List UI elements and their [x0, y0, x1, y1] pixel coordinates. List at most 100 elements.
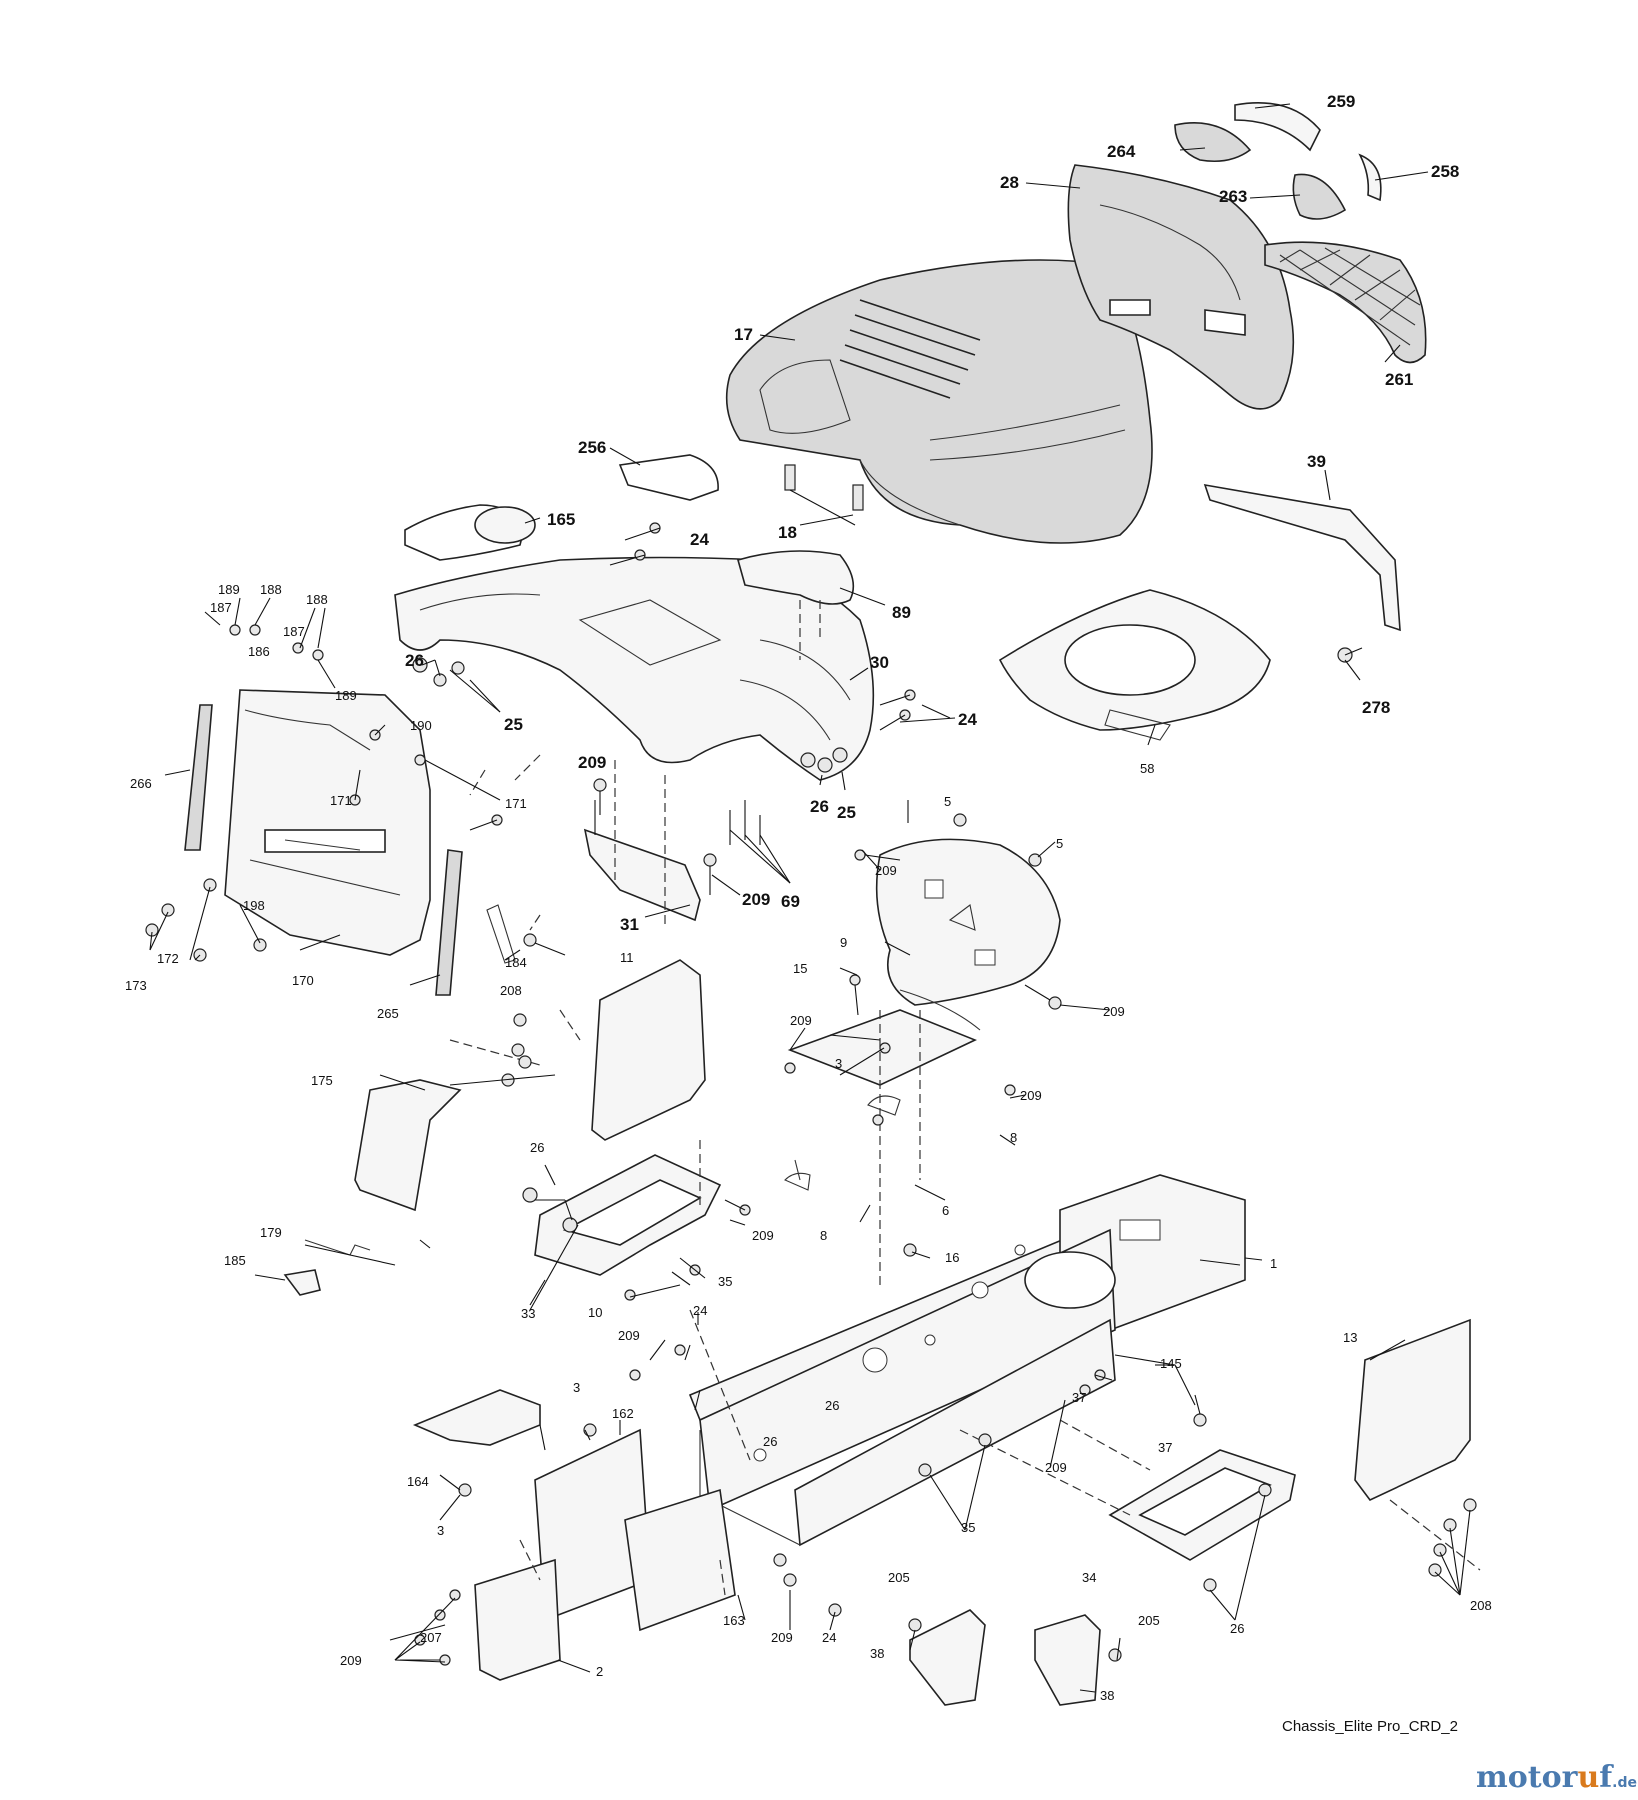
label-part-163: 163 [723, 1613, 745, 1628]
brand-name-accent: u [1577, 1760, 1600, 1795]
bracket-11 [591, 959, 706, 1141]
label-part-190: 190 [410, 718, 432, 733]
label-part-172: 172 [157, 951, 179, 966]
label-part-89: 89 [892, 603, 911, 622]
brand-tld: .de [1612, 1775, 1637, 1791]
hardware [145, 522, 1477, 1666]
rod-184 [486, 904, 516, 964]
label-part-18: 18 [778, 523, 797, 542]
mesh-grille-part [1264, 241, 1427, 364]
headlight-263 [1292, 173, 1347, 220]
trim-266 [184, 704, 213, 851]
headlight-264 [1174, 122, 1252, 163]
label-part-162: 162 [612, 1406, 634, 1421]
label-part-16: 16 [945, 1250, 959, 1265]
panel-170 [224, 689, 431, 956]
label-part-164: 164 [407, 1474, 429, 1489]
label-part-3b: 3 [573, 1380, 580, 1395]
plate-13 [1354, 1318, 1471, 1502]
label-part-38a: 38 [870, 1646, 884, 1661]
label-part-171b: 171 [505, 796, 527, 811]
label-part-11: 11 [620, 950, 634, 965]
label-part-39: 39 [1307, 452, 1326, 471]
label-part-170: 170 [292, 973, 314, 988]
label-part-265: 265 [377, 1006, 399, 1021]
plate-175 [354, 1079, 462, 1212]
label-part-173: 173 [125, 978, 147, 993]
brand-name-start: motor [1476, 1760, 1578, 1795]
bracket-164 [412, 1389, 541, 1446]
label-part-266: 266 [130, 776, 152, 791]
label-part-28: 28 [1000, 173, 1019, 192]
label-part-187b: 187 [283, 624, 305, 639]
brand-logo[interactable]: motoruf.de [1476, 1760, 1637, 1795]
label-part-26f: 26 [1230, 1621, 1244, 1636]
label-part-209j: 209 [771, 1630, 793, 1645]
label-part-171a: 171 [330, 793, 352, 808]
label-part-5b: 5 [1056, 836, 1063, 851]
label-part-5a: 5 [944, 794, 951, 809]
label-part-13: 13 [1343, 1330, 1357, 1345]
label-part-187a: 187 [210, 600, 232, 615]
label-part-6: 6 [942, 1203, 949, 1218]
label-part-69: 69 [781, 892, 800, 911]
label-part-26a: 26 [810, 797, 829, 816]
bracket-38b [1034, 1614, 1101, 1706]
label-part-209i: 209 [1045, 1460, 1067, 1475]
label-part-205a: 205 [888, 1570, 910, 1585]
label-part-8b: 8 [820, 1228, 827, 1243]
label-part-24b: 24 [958, 710, 977, 729]
label-part-209a: 209 [578, 753, 606, 772]
pin-18a [784, 464, 796, 491]
label-part-31: 31 [620, 915, 639, 934]
bracket-38a [909, 1609, 986, 1706]
label-part-186: 186 [248, 644, 270, 659]
label-part-179: 179 [260, 1225, 282, 1240]
label-part-189b: 189 [335, 688, 357, 703]
label-part-209k: 209 [340, 1653, 362, 1668]
label-part-184: 184 [505, 955, 527, 970]
label-part-259: 259 [1327, 92, 1355, 111]
label-part-24a: 24 [690, 530, 709, 549]
plate-163 [624, 1488, 736, 1632]
pin-18b [852, 484, 864, 511]
part-labels: 259 264 258 263 28 261 17 18 256 165 24 … [125, 92, 1492, 1703]
grille-housing-part [1067, 164, 1295, 410]
clip-8c [794, 1159, 801, 1181]
clip-8b [784, 1172, 811, 1191]
label-part-188a: 188 [260, 582, 282, 597]
label-part-175: 175 [311, 1073, 333, 1088]
label-part-256: 256 [578, 438, 606, 457]
screw-278 [1337, 647, 1363, 663]
label-part-9: 9 [840, 935, 847, 950]
label-part-26d: 26 [825, 1398, 839, 1413]
label-part-1: 1 [1270, 1256, 1277, 1271]
label-part-3a: 3 [835, 1056, 842, 1071]
label-part-34: 34 [1082, 1570, 1096, 1585]
label-part-30: 30 [870, 653, 889, 672]
bracket-31 [583, 828, 701, 922]
dash-part [394, 556, 875, 781]
footrest-34 [1108, 1449, 1296, 1561]
label-part-209f: 209 [1020, 1088, 1042, 1103]
label-part-26b: 26 [405, 651, 424, 670]
label-part-2: 2 [596, 1664, 603, 1679]
label-part-10: 10 [588, 1305, 602, 1320]
cover-256 [618, 454, 719, 501]
lens-259 [1234, 102, 1321, 152]
pan-58 [998, 589, 1271, 741]
label-part-35a: 35 [718, 1274, 732, 1289]
label-part-188b: 188 [306, 592, 328, 607]
label-part-25b: 25 [504, 715, 523, 734]
label-part-38b: 38 [1100, 1688, 1114, 1703]
label-part-258: 258 [1431, 162, 1459, 181]
brand-name-end: f [1599, 1760, 1613, 1795]
label-part-35b: 35 [961, 1520, 975, 1535]
label-part-208b: 208 [1470, 1598, 1492, 1613]
label-part-26c: 26 [530, 1140, 544, 1155]
label-part-205b: 205 [1138, 1613, 1160, 1628]
hood-part [725, 259, 1153, 544]
label-part-209b: 209 [742, 890, 770, 909]
label-part-25a: 25 [837, 803, 856, 822]
